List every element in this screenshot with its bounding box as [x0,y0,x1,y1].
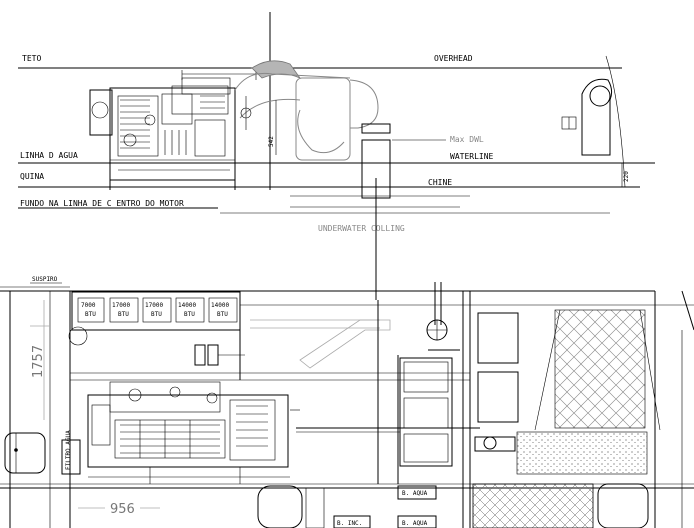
crossed-box [472,483,594,528]
dotted-floor [516,431,648,475]
svg-text:BTU: BTU [151,311,162,318]
svg-text:BTU: BTU [184,311,195,318]
suspiro-label: SUSPIRO [32,276,58,283]
water-lift-profile [361,123,446,300]
ac-units-row: 7000 BTU 17000 BTU 17000 BTU 14000 BTU 1… [68,291,241,346]
svg-text:7000: 7000 [81,302,96,309]
linha-agua-label: LINHA D AGUA [20,151,78,160]
engine-block-outline [109,87,236,181]
engine-plan-outline [87,394,289,468]
right-fitting [561,78,613,156]
dim-956-label: 956 [110,502,135,517]
b-aqua-label-2: B. AQUA [402,520,428,527]
svg-text:14000: 14000 [211,302,229,309]
muffler [295,77,351,161]
b-inc-label: B. INC. [337,520,362,527]
seacock-plan [426,282,448,341]
engine-plan [87,381,300,484]
profile-view: 220 TETO OVERHEAD LINHA D AGUA WATERLINE… [18,12,655,300]
teto-label: TETO [22,54,41,63]
underwater-colling-label: UNDERWATER COLLING [318,224,405,233]
svg-text:14000: 14000 [178,302,196,309]
filtro-label: FILTRO AGUA [65,430,72,470]
ac-unit-1: 7000 BTU [77,297,105,323]
dim-220-label: 220 [623,171,630,182]
svg-text:BTU: BTU [118,311,129,318]
dim-1757-label: 1757 [31,345,46,378]
chine-label: CHINE [428,178,452,187]
waterline-label: WATERLINE [450,152,494,161]
svg-text:BTU: BTU [85,311,96,318]
ac-unit-5: 14000 BTU [208,297,238,323]
svg-text:17000: 17000 [145,302,163,309]
ac-unit-2: 17000 BTU [109,297,139,323]
quina-label: QUINA [20,172,44,181]
overhead-label: OVERHEAD [434,54,473,63]
water-filter [61,439,81,475]
dim-542-label: 542 [268,136,275,147]
ac-unit-3: 17000 BTU [142,297,172,323]
svg-text:BTU: BTU [217,311,228,318]
max-dwl-label: Max DWL [450,135,484,144]
fundo-label: FUNDO NA LINHA DE C ENTRO DO MOTOR [20,199,184,208]
svg-text:17000: 17000 [112,302,130,309]
b-aqua-label-1: B. AQUA [402,490,428,497]
stair-hatch [554,309,646,429]
battery-stack [399,349,460,467]
exhaust-system: 542 [234,60,379,161]
left-tank [4,432,46,474]
engine-profile [89,70,257,190]
ac-unit-4: 14000 BTU [175,297,205,323]
hull-curve [605,55,626,188]
plan-view: SUSPIRO 1757 7000 BTU 17000 BTU [0,276,694,528]
